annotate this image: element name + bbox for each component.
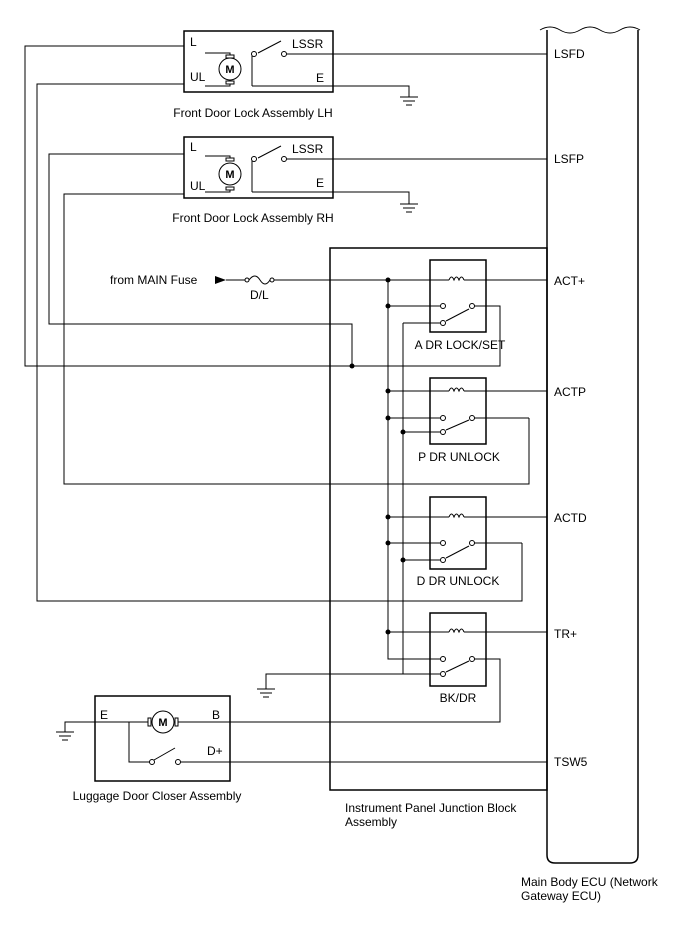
bus-switch-feed (387, 306, 440, 660)
junction-dot (385, 629, 391, 635)
lock-lh-name: Front Door Lock Assembly LH (173, 106, 332, 120)
junction-dot (385, 514, 391, 520)
bus-nc-return (402, 323, 440, 675)
wire-rh-l (48, 153, 353, 366)
switch-icon (440, 415, 475, 435)
luggage-pin-dplus: D+ (207, 744, 223, 758)
relay-box (429, 496, 487, 570)
relay-box (429, 612, 487, 687)
ecu-name-line1: Main Body ECU (Network (521, 875, 659, 889)
ecu-pin-tr-plus: TR+ (554, 627, 577, 641)
lock-rh-pin-l: L (190, 140, 197, 154)
lock-lh-box (183, 30, 334, 93)
ground-icon (55, 731, 75, 741)
ecu-pin-actd: ACTD (554, 511, 587, 525)
ecu-pin-tsw5: TSW5 (554, 755, 588, 769)
junction-dot (400, 429, 406, 435)
wire-lh-l (24, 45, 352, 367)
junction-dot (385, 303, 391, 309)
ground-icon (399, 96, 419, 106)
relay-label: BK/DR (440, 691, 477, 705)
luggage-closer-box (94, 695, 231, 782)
lock-rh-pin-lssr: LSSR (292, 142, 324, 156)
relay-label: P DR UNLOCK (418, 450, 500, 464)
relay-box (429, 259, 487, 333)
switch-icon (440, 303, 475, 326)
lock-rh-name: Front Door Lock Assembly RH (172, 211, 333, 225)
junction-dot (385, 415, 391, 421)
junction-dot (400, 557, 406, 563)
relay-coil-icon (448, 628, 465, 634)
luggage-pin-e: E (100, 708, 108, 722)
luggage-closer-name: Luggage Door Closer Assembly (73, 789, 242, 803)
fuse-icon (244, 275, 275, 285)
junction-dot (385, 277, 391, 283)
wire-rh-e-ground (333, 191, 410, 204)
ecu-pin-lsfp: LSFP (554, 152, 584, 166)
switch-icon (149, 747, 181, 765)
ground-icon (256, 688, 276, 698)
junction-block-name-line2: Assembly (345, 815, 397, 829)
motor-label: M (225, 64, 234, 76)
lock-lh-pin-l: L (190, 35, 197, 49)
wire-lh-e-ground (333, 85, 410, 97)
relay-box (429, 377, 487, 445)
lock-rh-pin-e: E (316, 176, 324, 190)
ecu-name-line2: Gateway ECU) (521, 889, 601, 903)
motor-label: M (225, 169, 234, 181)
junction-dot (385, 540, 391, 546)
motor-label: M (158, 717, 167, 729)
motor-icon: M (218, 157, 242, 191)
lock-rh-box (183, 136, 334, 199)
luggage-pin-b: B (212, 708, 220, 722)
motor-icon: M (218, 54, 242, 85)
main-fuse-label: from MAIN Fuse (110, 273, 198, 287)
switch-icon (251, 145, 287, 162)
fuse-label: D/L (250, 288, 269, 302)
relay-coil-icon (448, 387, 465, 393)
ecu-top-break (539, 26, 641, 34)
wire-rh-ul (63, 193, 530, 485)
lock-lh-pin-e: E (316, 71, 324, 85)
ecu-pin-lsfd: LSFD (554, 47, 585, 61)
lock-rh-pin-ul: UL (190, 179, 206, 193)
relay-coil-icon (448, 513, 465, 519)
relay-label: A DR LOCK/SET (415, 338, 506, 352)
junction-dot (385, 388, 391, 394)
arrow-icon (215, 276, 226, 284)
ecu-pin-act-plus: ACT+ (554, 274, 585, 288)
lock-lh-pin-ul: UL (190, 70, 206, 84)
ground-icon (399, 203, 419, 213)
relay-label: D DR UNLOCK (417, 574, 500, 588)
switch-icon (251, 40, 287, 57)
wire-jb-ground (265, 673, 403, 689)
junction-block-name-line1: Instrument Panel Junction Block (345, 801, 517, 815)
ecu-pin-actp: ACTP (554, 385, 586, 399)
junction-block-box (329, 247, 548, 791)
wire-luggage-e-ground (64, 721, 95, 732)
motor-icon: M (147, 710, 179, 734)
relay-coil-icon (448, 276, 465, 282)
switch-icon (440, 540, 475, 563)
switch-icon (440, 656, 475, 677)
lock-lh-pin-lssr: LSSR (292, 37, 324, 51)
wire-lh-ul (36, 83, 523, 602)
ecu-body (546, 30, 639, 864)
